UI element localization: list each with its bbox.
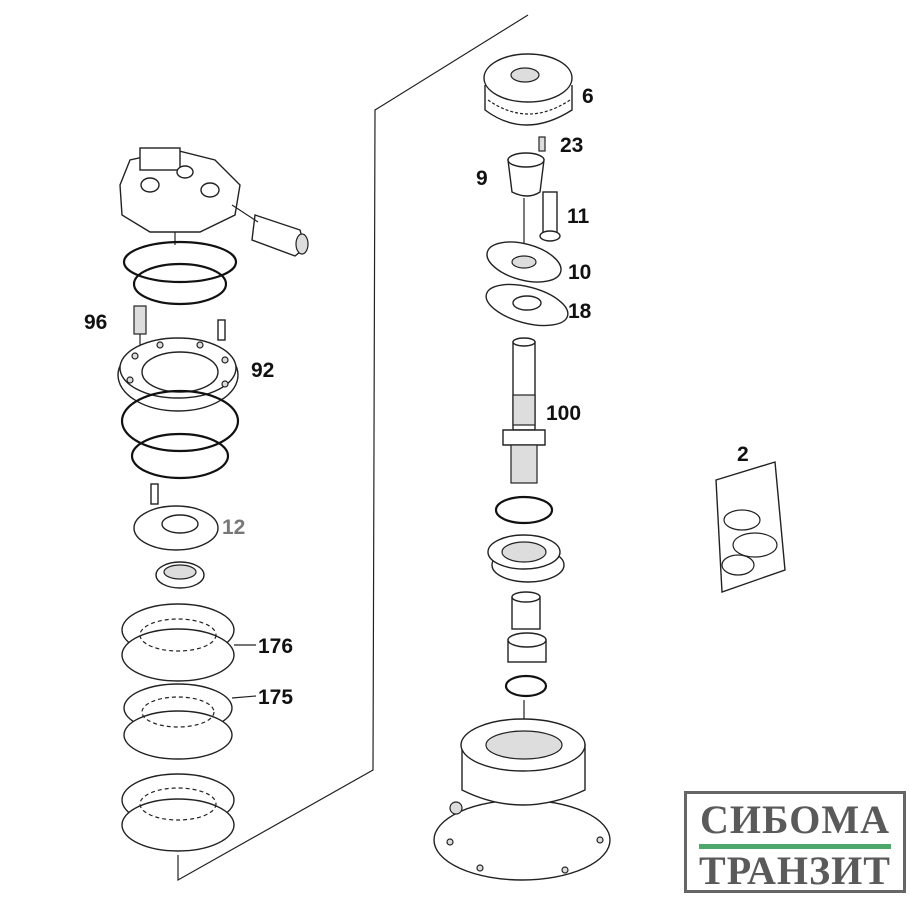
callout-92: 92 xyxy=(251,359,274,382)
callout-10: 10 xyxy=(568,261,591,284)
dowel-pin-part xyxy=(150,483,159,505)
o-ring-lower xyxy=(120,389,240,480)
collar-part xyxy=(507,632,547,663)
callout-96: 96 xyxy=(84,311,107,334)
leader-175 xyxy=(231,695,257,699)
pin-part xyxy=(217,319,226,341)
callout-2: 2 xyxy=(737,443,749,466)
callout-6: 6 xyxy=(582,85,594,108)
valve-spool-part xyxy=(231,204,309,257)
seal-kit-bag xyxy=(715,461,786,593)
logo-line-1: СИБОМА xyxy=(700,797,890,842)
friction-plate-lower xyxy=(121,773,235,852)
snap-ring-lower xyxy=(504,674,548,698)
retainer-plate-part xyxy=(486,241,562,283)
cylinder-block-part xyxy=(483,53,573,126)
callout-12: 12 xyxy=(222,516,245,539)
group-boundary-line xyxy=(177,14,529,882)
friction-plate-175 xyxy=(123,683,233,760)
callout-11: 11 xyxy=(567,205,590,228)
callout-100: 100 xyxy=(546,402,581,425)
motor-housing-part xyxy=(433,718,611,881)
callout-176: 176 xyxy=(258,635,293,658)
friction-plate-176 xyxy=(121,603,235,682)
callout-9: 9 xyxy=(476,167,488,190)
drive-shaft-part xyxy=(502,337,546,484)
logo-line-2: ТРАНЗИТ xyxy=(699,848,891,893)
pin-23-part xyxy=(538,136,546,152)
valve-plate-part xyxy=(133,505,219,551)
callout-23: 23 xyxy=(560,134,583,157)
snap-ring-upper xyxy=(494,495,554,525)
logo-accent-bar xyxy=(699,844,891,849)
shoe-plate-part xyxy=(485,283,569,327)
spring-part xyxy=(133,305,147,350)
bearing-small-part xyxy=(155,561,205,589)
callout-18: 18 xyxy=(568,300,592,323)
flange-plate-part xyxy=(117,337,239,412)
spherical-bushing-part xyxy=(507,152,545,197)
company-logo: СИБОМА ТРАНЗИТ xyxy=(684,791,906,893)
roller-bearing-part xyxy=(487,534,565,583)
bushing-part xyxy=(511,591,541,630)
o-ring-upper xyxy=(122,240,238,306)
valve-cover-part xyxy=(119,147,241,245)
callout-175: 175 xyxy=(258,686,293,709)
piston-part xyxy=(539,191,561,242)
